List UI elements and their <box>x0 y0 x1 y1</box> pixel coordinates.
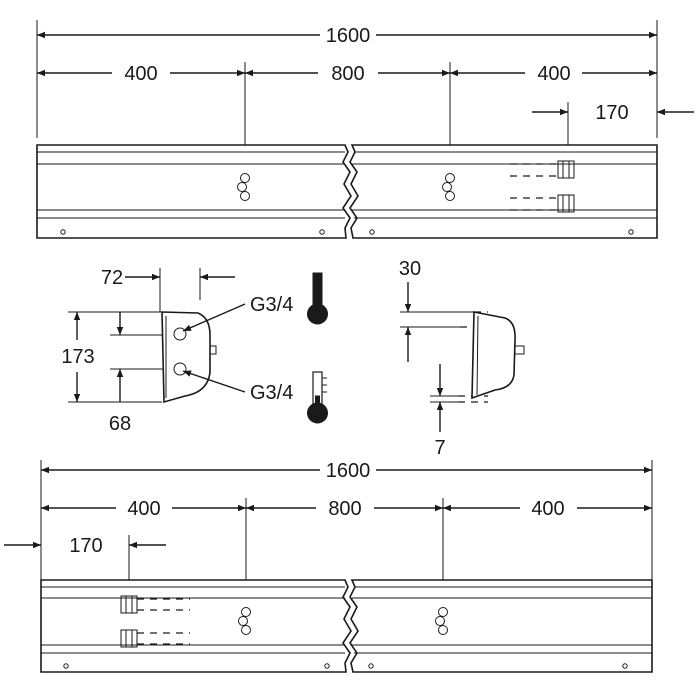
dim-72: 72 <box>101 267 123 289</box>
top-view: 1600 400 800 400 170 <box>36 20 694 239</box>
bar-bottom-right <box>349 579 653 673</box>
label-g34-cold: G3/4 <box>250 382 293 404</box>
bar-top-right <box>349 144 658 239</box>
dim-800-bottom: 800 <box>328 498 361 520</box>
dim-7: 7 <box>434 437 445 459</box>
end-view: 30 7 <box>399 258 525 459</box>
outlet-connector-icon <box>120 595 190 614</box>
valve-knob-icon <box>238 607 251 635</box>
dim-400-right-bottom: 400 <box>531 498 564 520</box>
dim-173: 173 <box>61 346 94 368</box>
thermometer-cold-icon <box>307 371 328 424</box>
outlet-connector-icon <box>120 629 190 648</box>
dim-1600-top: 1600 <box>326 25 371 47</box>
outlet-connector-icon <box>510 194 575 213</box>
bar-bottom-left <box>40 579 352 673</box>
valve-knob-icon <box>435 607 448 635</box>
label-g34-hot: G3/4 <box>250 294 293 316</box>
bottom-view: 1600 400 800 400 170 <box>4 460 653 673</box>
dim-400-left-top: 400 <box>124 63 157 85</box>
dim-1600-bottom: 1600 <box>326 460 371 482</box>
dim-400-right-top: 400 <box>537 63 570 85</box>
valve-knob-icon <box>237 173 250 201</box>
dim-170-bottom: 170 <box>4 535 166 557</box>
dim-68: 68 <box>109 413 131 435</box>
dim-overall-bottom: 1600 <box>41 460 652 482</box>
dim-400-left-bottom: 400 <box>127 498 160 520</box>
side-view: 72 173 68 G3/4 G3/4 <box>61 267 328 435</box>
dim-overall-top: 1600 <box>37 25 657 47</box>
dim-segments-bottom: 400 800 400 <box>41 498 652 520</box>
dim-170-top: 170 <box>532 102 694 124</box>
outlet-connector-icon <box>510 160 575 179</box>
dim-segments-top: 400 800 400 <box>37 63 657 85</box>
dim-170-top-label: 170 <box>595 102 628 124</box>
thermometer-hot-icon <box>307 272 328 325</box>
valve-knob-icon <box>442 173 455 201</box>
dim-30: 30 <box>399 258 421 280</box>
bar-top-left <box>36 144 352 239</box>
dim-800-top: 800 <box>331 63 364 85</box>
dim-170-bottom-label: 170 <box>69 535 102 557</box>
